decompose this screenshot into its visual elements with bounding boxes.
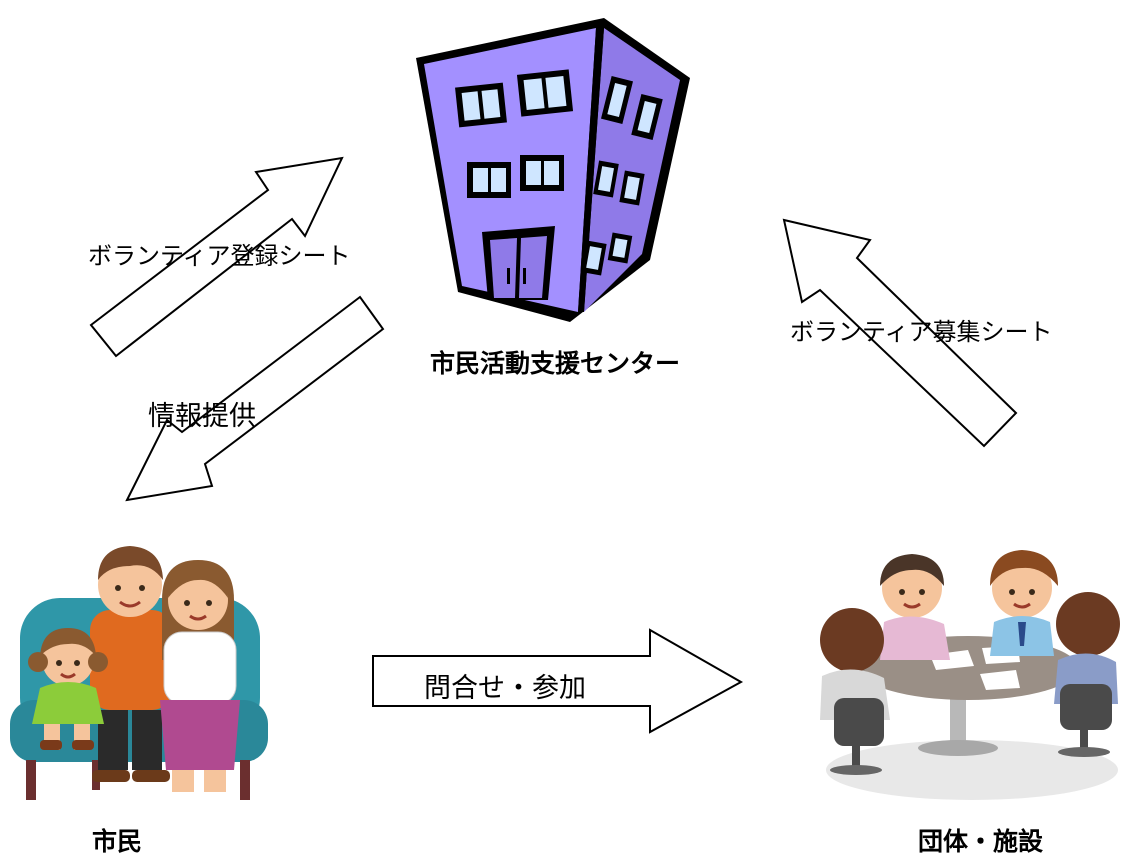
center-node-label: 市民活動支援センター xyxy=(430,349,681,378)
arrow-info-label: 情報提供 xyxy=(148,401,256,432)
arrow-registration-label: ボランティア登録シート xyxy=(88,242,351,270)
building-icon xyxy=(416,18,690,322)
arrow-info xyxy=(125,295,385,502)
arrow-registration xyxy=(89,156,344,358)
arrow-inquiry xyxy=(372,628,744,734)
arrow-recruit xyxy=(782,218,1018,448)
citizen-node-label: 市民 xyxy=(92,827,143,854)
org-node-label: 団体・施設 xyxy=(918,827,1044,854)
family-icon xyxy=(10,546,268,800)
arrow-recruit-label: ボランティア募集シート xyxy=(790,318,1053,346)
arrow-inquiry-label: 問合せ・参加 xyxy=(424,673,586,704)
meeting-icon xyxy=(820,550,1120,800)
